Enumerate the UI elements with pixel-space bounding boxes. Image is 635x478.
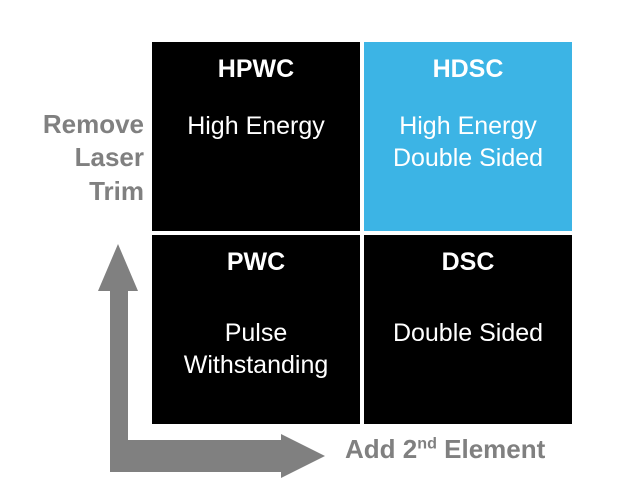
right-arrow-icon [110,434,325,478]
x-axis-label-prefix: Add 2 [345,434,418,464]
quadrant-cell-hpwc[interactable]: HPWC High Energy [152,42,360,231]
quadrant-title-hpwc: HPWC [217,55,295,83]
quadrant-title-dsc: DSC [441,248,495,276]
x-axis-label-superscript: nd [417,434,437,453]
y-axis-label: Remove Laser Trim [4,108,144,208]
y-axis-label-line-1: Remove [42,109,144,139]
quadrant-body-line: Double Sided [392,144,544,172]
x-axis-label: Add 2nd Element [345,435,545,464]
quadrant-title-hdsc: HDSC [432,55,504,83]
quadrant-body-line: High Energy [187,111,325,140]
quadrant-body-line: Pulse [224,318,288,347]
quadrant-body-hpwc: High Energy [181,110,331,143]
quadrant-title-pwc: PWC [226,248,286,276]
quadrant-matrix: HPWC High Energy HDSC High Energy Double… [152,42,572,424]
quadrant-body-line: Double Sided [392,318,544,347]
quadrant-cell-hdsc[interactable]: HDSC High Energy Double Sided [364,42,572,231]
quadrant-body-line: High Energy [399,111,537,140]
y-axis-label-line-2: Laser [74,142,144,173]
quadrant-body-dsc: Double Sided [387,317,549,350]
quadrant-cell-dsc[interactable]: DSC Double Sided [364,235,572,424]
y-axis-label-line-3: Trim [89,175,144,206]
quadrant-body-pwc: Pulse Withstanding [178,317,335,382]
up-arrow-icon [98,244,138,447]
quadrant-body-hdsc: High Energy Double Sided [387,110,549,175]
quadrant-body-line: Withstanding [183,351,329,379]
quadrant-cell-pwc[interactable]: PWC Pulse Withstanding [152,235,360,424]
x-axis-label-suffix: Element [436,434,546,464]
